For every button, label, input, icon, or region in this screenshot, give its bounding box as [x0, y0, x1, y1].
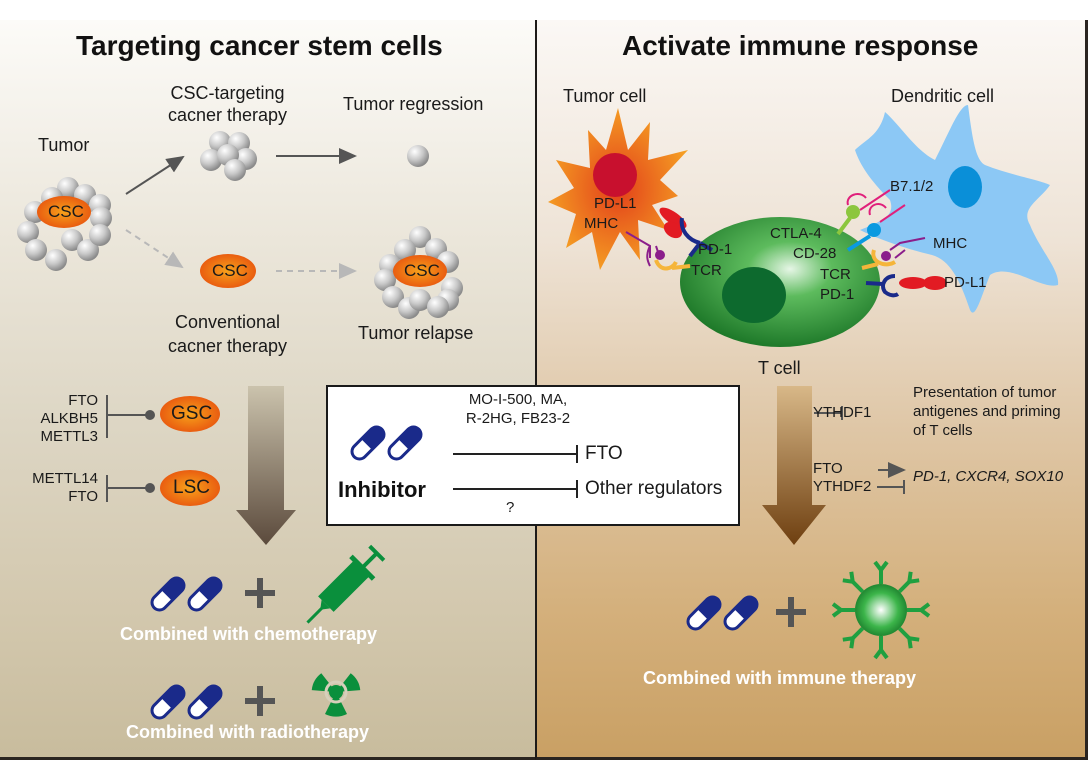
- chemo-caption: Combined with chemotherapy: [120, 624, 378, 644]
- pill-pair-radio: [146, 680, 227, 724]
- fto-label-right: FTO: [813, 460, 843, 477]
- gsc-regulator-1: FTO: [68, 392, 98, 409]
- tumor-relapse-label: Tumor relapse: [358, 323, 474, 343]
- syringe-icon: [306, 544, 386, 624]
- pill-pair-immune: [682, 591, 763, 635]
- plus-icon-radio: [245, 686, 275, 716]
- tcell-pd1-label-right: PD-1: [820, 286, 855, 303]
- presentation-line2: antigenes and priming: [913, 403, 1061, 420]
- arrow-to-csc-targeting: [125, 155, 185, 195]
- inhibitor-graphics: [346, 421, 578, 498]
- presentation-line3: of T cells: [913, 422, 973, 439]
- csc-label-conventional: CSC: [212, 261, 248, 280]
- gsc-label: GSC: [171, 403, 213, 424]
- gsc-inhibition: [106, 395, 220, 438]
- inhibitor-names-line1: MO-I-500, MA,: [468, 391, 568, 408]
- right-panel-title: Activate immune response: [622, 30, 979, 61]
- radio-caption: Combined with radiotherapy: [126, 722, 370, 742]
- t-cell-label: T cell: [758, 358, 801, 378]
- plus-icon-immune: [776, 597, 806, 627]
- dendritic-cell-label: Dendritic cell: [891, 86, 995, 106]
- csc-targeting-label-line1: CSC-targeting: [170, 83, 285, 103]
- unknown-mark: ?: [506, 499, 515, 516]
- tumor-label: Tumor: [38, 135, 90, 155]
- fto-inhibition-line: [453, 445, 578, 463]
- conventional-label-line2: cacner therapy: [167, 336, 288, 356]
- dendritic-mhc-label: MHC: [933, 235, 968, 252]
- immune-cell-icon: [831, 560, 931, 660]
- tcell-tcr-label-left: TCR: [691, 262, 722, 279]
- t-cell-nucleus: [722, 267, 786, 323]
- dendritic-nucleus: [948, 166, 982, 208]
- dendritic-pdl1-label: PD-L1: [944, 274, 987, 291]
- tumor-mhc-label: MHC: [584, 215, 619, 232]
- arrow-to-conventional: [125, 229, 184, 269]
- tumor-cell-star: [548, 108, 688, 270]
- immune-caption: Combined with immune therapy: [643, 668, 917, 688]
- gsc-regulator-3: METTL3: [40, 428, 98, 445]
- tumor-cluster: [17, 177, 112, 271]
- conventional-label-line1: Conventional: [174, 312, 281, 332]
- left-down-arrow: [236, 386, 296, 545]
- other-regulators-inhibition-line: [453, 480, 578, 498]
- lsc-inhibition: [106, 470, 220, 506]
- ythdf1-inhibition-line: [814, 406, 843, 420]
- pill-pair-chemo: [146, 572, 227, 616]
- inhibitor-box: MO-I-500, MA, R-2HG, FB23-2 FTO Other re…: [326, 385, 740, 526]
- ythdf2-label: YTHDF2: [813, 478, 872, 495]
- other-regulators-label: Other regulators: [585, 478, 723, 499]
- receptors-tumor-side: [625, 207, 714, 271]
- gene-targets-label: PD-1, CXCR4, SOX10: [913, 468, 1064, 485]
- plus-icon-chemo: [245, 578, 275, 608]
- csc-label-relapse: CSC: [404, 261, 440, 280]
- ctla4-label: CTLA-4: [770, 225, 822, 242]
- csc-targeting-label-line2: cacner therapy: [167, 105, 288, 125]
- inhibitor-label: Inhibitor: [338, 477, 426, 502]
- small-tumor-cluster: [200, 131, 257, 181]
- lsc-regulator-1: METTL14: [32, 470, 98, 487]
- lsc-label: LSC: [173, 477, 210, 498]
- gsc-regulator-2: ALKBH5: [40, 410, 98, 427]
- receptors-dendritic-side: [836, 189, 947, 298]
- tumor-cell-label: Tumor cell: [563, 86, 647, 106]
- ythdf1-label: YTHDF1: [813, 404, 872, 421]
- dendritic-cell: [855, 105, 1059, 313]
- tcell-tcr-label-right: TCR: [820, 266, 851, 283]
- regression-cell: [407, 145, 429, 167]
- ythdf2-inhibition-line: [877, 480, 905, 494]
- lsc-regulator-2: FTO: [68, 488, 98, 505]
- tumor-pdl1-label: PD-L1: [594, 195, 637, 212]
- relapse-cluster: [374, 226, 463, 319]
- cd28-label: CD-28: [793, 245, 837, 262]
- left-panel-title: Targeting cancer stem cells: [76, 30, 443, 61]
- tumor-regression-label: Tumor regression: [343, 94, 484, 114]
- csc-cell: [200, 254, 256, 288]
- presentation-line1: Presentation of tumor: [913, 384, 1057, 401]
- pill-pair-inhibitor: [346, 421, 427, 465]
- radiation-icon: [311, 673, 361, 717]
- right-down-arrow: [762, 386, 826, 545]
- csc-label-tumor: CSC: [48, 202, 84, 221]
- b7-label: B7.1/2: [890, 178, 934, 195]
- fto-target-label: FTO: [585, 443, 623, 464]
- tcell-pd1-label-left: PD-1: [698, 241, 733, 258]
- inhibitor-names-line2: R-2HG, FB23-2: [465, 410, 571, 427]
